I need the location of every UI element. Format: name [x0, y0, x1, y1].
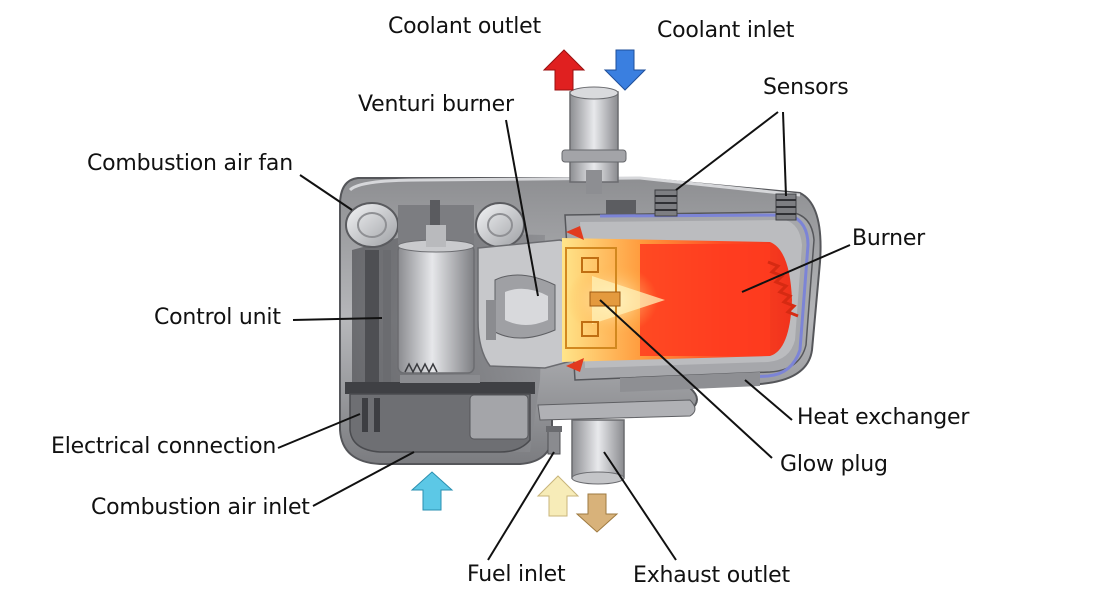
- leader-heat-exchanger: [744, 379, 793, 421]
- label-heat-exchanger: Heat exchanger: [797, 405, 970, 430]
- leader-sensors-1: [675, 111, 779, 191]
- flow-arrows: [410, 49, 647, 533]
- leader-venturi: [505, 119, 539, 297]
- label-electrical-connection: Electrical connection: [51, 434, 277, 459]
- leader-control-unit: [292, 317, 383, 321]
- leader-electrical: [277, 413, 361, 449]
- leader-exhaust: [603, 451, 677, 561]
- label-exhaust-outlet: Exhaust outlet: [633, 563, 790, 588]
- leader-fan: [299, 174, 353, 211]
- label-coolant-inlet: Coolant inlet: [657, 18, 795, 43]
- leader-glow-plug: [599, 299, 773, 459]
- label-control-unit: Control unit: [154, 305, 281, 330]
- label-burner: Burner: [852, 226, 926, 251]
- electrical-connection-block: [345, 362, 535, 453]
- label-glow-plug: Glow plug: [780, 452, 888, 477]
- label-combustion-air-inlet: Combustion air inlet: [91, 495, 310, 520]
- label-venturi-burner: Venturi burner: [358, 92, 514, 117]
- combustion-air-inlet-arrow: [410, 471, 454, 511]
- sensors: [606, 189, 797, 221]
- leader-fuel-inlet: [487, 451, 555, 561]
- venturi-burner-assembly: [477, 239, 576, 369]
- burner: [562, 226, 799, 372]
- coolant-pipe: [561, 86, 627, 194]
- label-combustion-air-fan: Combustion air fan: [87, 151, 293, 176]
- coolant-inlet-arrow: [603, 49, 647, 91]
- leader-burner: [741, 244, 851, 293]
- coolant-outlet-arrow: [542, 49, 586, 91]
- label-coolant-outlet: Coolant outlet: [388, 14, 541, 39]
- leader-lines: [277, 111, 851, 561]
- heater-body: [339, 86, 822, 485]
- label-sensors: Sensors: [763, 75, 849, 100]
- fuel-inlet-arrow: [536, 475, 580, 517]
- motor-cylinder: [397, 225, 475, 374]
- fuel-nozzle: [546, 426, 562, 455]
- leader-sensors-2: [782, 111, 787, 197]
- leader-air-inlet: [312, 451, 415, 507]
- label-fuel-inlet: Fuel inlet: [467, 562, 566, 587]
- exhaust-outlet-arrow: [575, 493, 619, 533]
